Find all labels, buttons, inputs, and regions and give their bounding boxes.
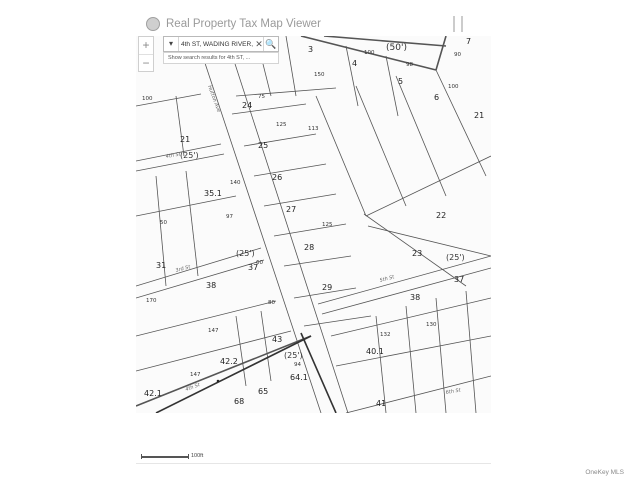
dimension-label: 170 [146,298,157,304]
lot-number: 68 [234,397,244,406]
lot-number: 65 [258,387,268,396]
lot-number: 25 [258,141,268,150]
dimension-label: 98 [406,62,413,68]
road-edge [155,335,312,413]
search-input[interactable] [181,38,253,50]
zoom-control[interactable]: + − [138,36,154,72]
app-header: Real Property Tax Map Viewer [136,14,491,36]
lot-number: 23 [412,249,422,258]
street-label: Hutton Ave [206,85,221,113]
dimension-label: 80 [268,300,275,306]
dimension-label: 140 [230,180,241,186]
search-icon[interactable]: 🔍 [263,37,278,51]
lot-number: 37 [454,275,464,284]
mls-credit: OneKey MLS [585,469,624,476]
dimension-label: 125 [276,122,287,128]
search-type-dropdown[interactable]: ▾ [164,37,179,51]
dimension-label: 150 [314,72,325,78]
lot-number: 38 [206,281,216,290]
tax-map-drawing: 3 4 5 6 7 21 24 25 26 27 28 29 35.1 31 3… [136,36,491,413]
clear-icon[interactable]: ✕ [255,39,263,49]
scale-line [141,456,189,458]
lot-number: 37 [248,263,258,272]
dimension-label: 97 [226,214,233,220]
dimension-label: 100 [364,50,375,56]
marker-dot [216,379,220,383]
dimension-label: 125 [322,222,333,228]
street-label: 6th St [445,387,462,396]
lot-number: 42.1 [144,389,162,398]
zoom-in-button[interactable]: + [139,37,153,55]
dimension-label: 94 [294,362,301,368]
street-label: 4th St [185,382,202,393]
dimension-label: 60 [256,260,263,266]
dimension-label: (25') [236,249,255,258]
street-label: 4th St [165,151,182,160]
county-seal-icon [146,17,160,31]
lot-number: 24 [242,101,252,110]
street-label: 5th St [379,274,396,284]
lot-number: 38 [410,293,420,302]
lot-number: 21 [180,135,190,144]
menu-icon[interactable] [453,16,465,32]
scale-label: 100ft [191,453,204,459]
zoom-out-button[interactable]: − [142,56,150,70]
lot-number: 42.2 [220,357,238,366]
dimension-label: 100 [448,84,459,90]
address-search: ▾ ✕ 🔍 [163,36,279,52]
footer-divider [136,463,491,464]
lot-number: 22 [436,211,446,220]
dimension-label: 147 [208,328,219,334]
lot-number: 26 [272,173,282,182]
dimension-label: 50 [160,220,167,226]
dimension-label: 130 [426,322,437,328]
dimension-label: (25') [284,351,303,360]
lot-number: 43 [272,335,282,344]
lot-number: 21 [474,111,484,120]
dimension-label: 100 [142,96,153,102]
dimension-label: (50') [386,43,407,53]
dimension-label: 90 [454,52,461,58]
app-title: Real Property Tax Map Viewer [166,18,321,30]
dimension-label: 113 [308,126,319,132]
lot-labels: 3 4 5 6 7 21 24 25 26 27 28 29 35.1 31 3… [144,37,484,408]
lot-number: 40.1 [366,347,384,356]
parcel-lines [136,36,491,413]
lot-number: 3 [308,45,313,54]
lot-number: 29 [322,283,332,292]
dimension-label: 147 [190,372,201,378]
lot-number: 5 [398,77,403,86]
scale-tick [188,454,189,459]
lot-number: 6 [434,93,439,102]
lot-number: 35.1 [204,189,222,198]
dimension-label: 132 [380,332,391,338]
dimension-labels: (50') (25') (25') (25') (25') 150 100 12… [142,43,465,378]
lot-number: 41 [376,399,386,408]
lot-number: 7 [466,37,471,46]
lot-number: 4 [352,59,357,68]
dimension-label: (25') [446,253,465,262]
scale-bar: 100ft [141,453,204,462]
road-edge [300,332,337,413]
lot-number: 64.1 [290,373,308,382]
tax-map[interactable]: 3 4 5 6 7 21 24 25 26 27 28 29 35.1 31 3… [136,36,491,413]
search-suggestion[interactable]: Show search results for 4th ST, ... [163,52,279,64]
dimension-label: 75 [258,94,265,100]
lot-number: 27 [286,205,296,214]
lot-number: 28 [304,243,314,252]
dimension-label: (25') [180,151,199,160]
lot-number: 31 [156,261,166,270]
street-label: 3rd St [175,264,192,274]
